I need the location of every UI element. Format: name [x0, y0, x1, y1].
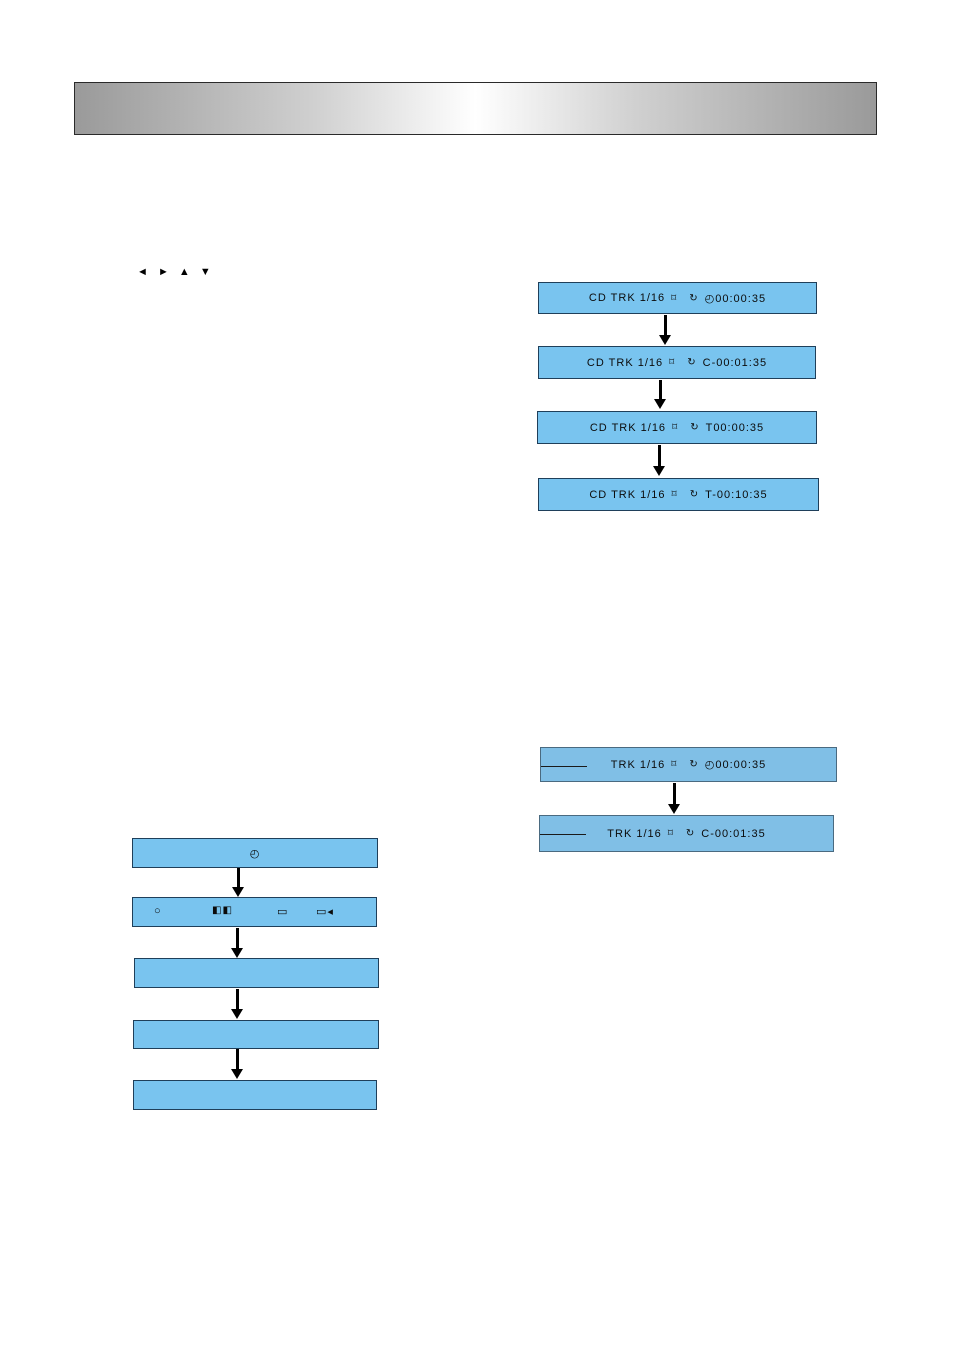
- right-arrow-icon: ►: [157, 266, 170, 278]
- cd-display-elapsed: CD TRK 1/16 ⌑ ↻ ◴00:00:35: [538, 282, 817, 314]
- cd-track-label: CD TRK 1/16: [589, 421, 667, 434]
- cd-display-total-elapsed: CD TRK 1/16 ⌑ ↻ T00:00:35: [537, 411, 817, 444]
- flow-arrow: [659, 315, 671, 345]
- cd-track-label: CD TRK 1/16: [589, 488, 666, 501]
- down-arrow-icon: ▼: [199, 266, 212, 278]
- track-label: TRK 1/16: [610, 758, 666, 771]
- audio-icon: ⌑: [669, 357, 676, 368]
- up-arrow-icon: ▲: [178, 266, 191, 278]
- blank-field-line: [541, 766, 587, 767]
- time-readout: T00:00:35: [705, 421, 765, 434]
- dvd-display-status: ○ ◧◧ ▭ ▭◂: [132, 897, 377, 927]
- track-label: TRK 1/16: [607, 827, 662, 840]
- flow-arrow: [668, 783, 680, 814]
- cd-display-remaining: CD TRK 1/16 ⌑ ↻ C-00:01:35: [538, 346, 816, 379]
- time-readout: ◴00:00:35: [704, 759, 767, 771]
- subtitle-icon: ▭: [277, 906, 289, 918]
- dvd-display-blank-1: [134, 958, 379, 988]
- audio-icon: ⌑: [667, 828, 674, 839]
- time-readout: T-00:10:35: [705, 488, 768, 501]
- camera-angle-icon: ▭◂: [316, 906, 334, 918]
- dvd-display-time: ◴: [132, 838, 378, 868]
- repeat-icon: ↻: [689, 489, 700, 500]
- dvd-display-blank-2: [133, 1020, 379, 1049]
- audio-icon: ⌑: [671, 489, 678, 500]
- cd-track-label: CD TRK 1/16: [586, 356, 664, 369]
- trk-display-elapsed: TRK 1/16 ⌑ ↻ ◴00:00:35: [540, 747, 837, 782]
- blank-field-line: [540, 834, 586, 835]
- repeat-icon: ↻: [689, 759, 699, 770]
- audio-icon: ⌑: [671, 292, 678, 304]
- time-readout: ◴00:00:35: [704, 292, 767, 305]
- header-bar: [74, 82, 877, 135]
- trk-display-remaining: TRK 1/16 ⌑ ↻ C-00:01:35: [539, 815, 834, 852]
- cd-display-total-remaining: CD TRK 1/16 ⌑ ↻ T-00:10:35: [538, 478, 819, 511]
- disc-icon: ○: [154, 905, 162, 917]
- dvd-display-blank-3: [133, 1080, 377, 1110]
- flow-arrow: [231, 989, 243, 1019]
- flow-arrow: [653, 445, 665, 476]
- flow-arrow: [232, 868, 244, 897]
- left-arrow-icon: ◄: [137, 266, 149, 278]
- repeat-icon: ↻: [690, 422, 700, 433]
- audio-channel-icon: ◧◧: [212, 905, 233, 916]
- clock-icon: ◴: [249, 847, 261, 860]
- repeat-icon: ↻: [687, 357, 697, 368]
- audio-icon: ⌑: [672, 422, 679, 433]
- flow-arrow: [231, 1049, 243, 1079]
- flow-arrow: [654, 380, 666, 409]
- nav-arrow-keys: ◄ ► ▲ ▼: [137, 266, 217, 278]
- flow-arrow: [231, 928, 243, 958]
- time-readout: C-00:01:35: [702, 356, 768, 369]
- cd-track-label: CD TRK 1/16: [588, 292, 666, 304]
- repeat-icon: ↻: [685, 828, 696, 839]
- time-readout: C-00:01:35: [701, 827, 766, 840]
- repeat-icon: ↻: [689, 292, 699, 304]
- audio-icon: ⌑: [671, 759, 678, 770]
